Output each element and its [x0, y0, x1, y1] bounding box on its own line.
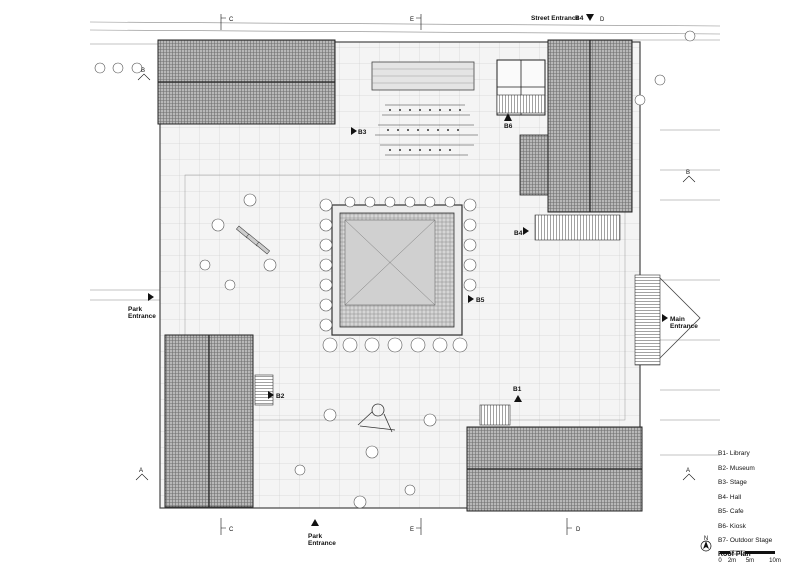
- roof-b1-library: [466, 426, 643, 512]
- tree-ring: [94, 30, 696, 509]
- stairs-b2: [254, 374, 274, 406]
- section-label-d-bottom: D: [576, 527, 581, 533]
- legend-item-b3: B3- Stage: [718, 479, 747, 486]
- street-entrance-label: Street Entrance: [531, 15, 579, 22]
- section-label-b-left: B: [141, 68, 145, 74]
- stairs-main: [634, 274, 661, 366]
- scale-tick-2: 5m: [746, 558, 754, 564]
- section-label-a-right: A: [686, 468, 690, 474]
- outdoor-stage-b7: [357, 403, 396, 433]
- scale-tick-3: 10m: [769, 558, 781, 564]
- tag-b5: B5: [476, 297, 485, 304]
- central-courtyard-b5: [331, 204, 463, 336]
- legend-item-b5: B5- Cafe: [718, 508, 744, 515]
- stairs-b4: [534, 214, 621, 241]
- scale-tick-1: 2m: [728, 558, 736, 564]
- tag-b4-side: B4: [514, 230, 523, 237]
- legend-item-b4: B4- Hall: [718, 493, 742, 501]
- legend-item-b2: B2- Museum: [718, 464, 755, 472]
- scale-bar: 0 2m 5m 10m: [718, 550, 781, 564]
- street-lines: [89, 21, 721, 456]
- section-label-a-left: A: [139, 468, 143, 474]
- legend-item-b6: B6- Kiosk: [718, 522, 746, 530]
- stage-seating-b3: [371, 61, 478, 156]
- north-arrow: N: [700, 536, 712, 552]
- section-label-c-bottom: C: [229, 527, 234, 533]
- benches: [235, 225, 271, 255]
- north-label: N: [704, 536, 708, 542]
- section-label-d-top: D: [600, 17, 605, 23]
- stairs-b6: [496, 94, 546, 114]
- tag-b6: B6: [504, 123, 513, 130]
- building-legend: B1- Library B2- Museum B3- Stage B4- Hal…: [718, 447, 798, 558]
- legend-item-b1: B1- Library: [718, 450, 750, 457]
- scale-tick-0: 0: [718, 558, 722, 564]
- entrance-arrows: [148, 14, 668, 526]
- tag-b1: B1: [513, 386, 522, 393]
- tag-b3: B3: [358, 129, 367, 136]
- roof-b2-museum: [164, 334, 254, 508]
- stairs-b1: [479, 404, 511, 426]
- section-label-c-top: C: [229, 17, 234, 23]
- section-label-e-bottom: E: [410, 527, 414, 533]
- main-entrance-canopy: [659, 277, 701, 359]
- plan-title: Roof Plan: [718, 550, 751, 558]
- section-label-e-top: E: [410, 17, 414, 23]
- roof-b3-north: [157, 39, 336, 125]
- section-markers: [135, 14, 696, 535]
- tag-b2: B2: [276, 393, 285, 400]
- legend-item-b7: B7- Outdoor Stage: [718, 537, 773, 544]
- section-label-b-right: B: [686, 170, 690, 176]
- tag-b4-top: B4: [575, 15, 584, 22]
